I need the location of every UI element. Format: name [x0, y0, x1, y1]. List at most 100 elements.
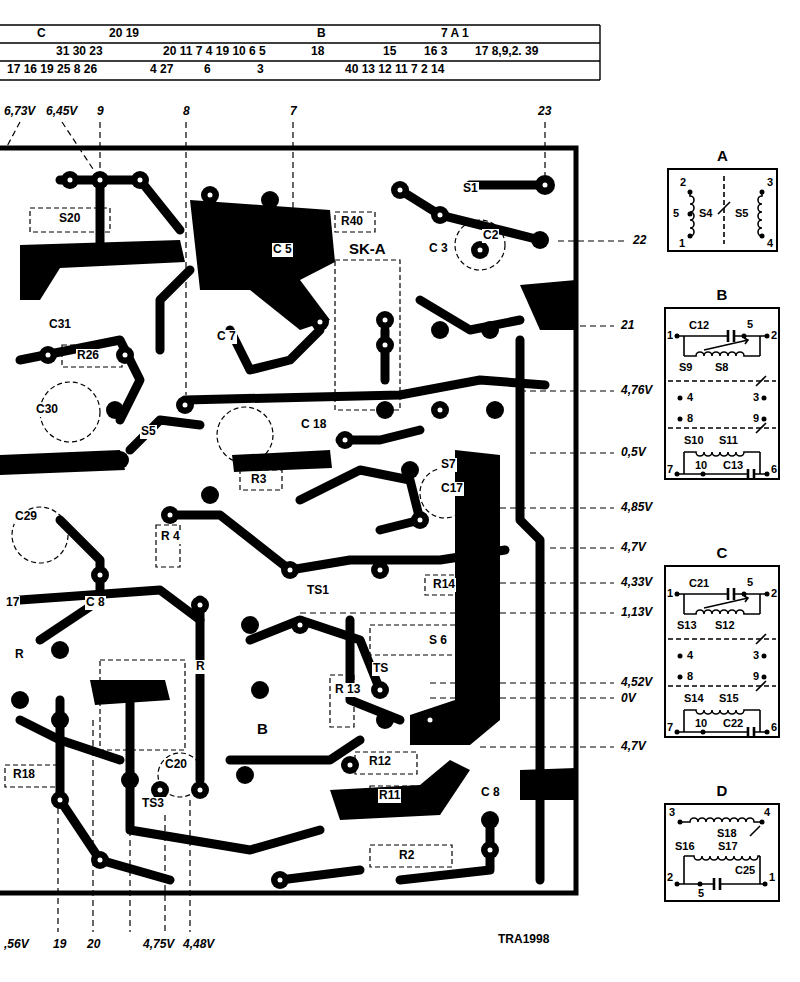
callout-label: 6,45V	[45, 105, 78, 119]
pad-hole	[488, 848, 493, 853]
coil-schematic	[718, 202, 730, 214]
component-label: C 8	[480, 786, 501, 800]
callout-label: 4,85V	[620, 501, 653, 515]
table-cell: C	[36, 27, 47, 41]
pad-hole	[438, 408, 443, 413]
callout-label: ,56V	[3, 938, 30, 952]
leader-line	[540, 325, 614, 326]
solder-pad	[336, 431, 354, 449]
component-outline	[370, 625, 460, 655]
pin-label: 1	[678, 237, 686, 250]
copper-area	[0, 450, 125, 475]
leader-line	[480, 746, 614, 747]
component-label: C 5	[272, 243, 293, 257]
solder-pad	[481, 321, 499, 339]
solder-pad	[431, 401, 449, 419]
component-label: C 3	[428, 242, 449, 256]
copper-area	[0, 200, 576, 820]
pin-label: 3	[752, 649, 760, 662]
table-cell: 17 8,9,2. 39	[474, 45, 539, 59]
callout-label: 0V	[620, 692, 637, 706]
pin-label: S13	[676, 619, 698, 632]
pin-label: 2	[770, 329, 778, 342]
leader-line	[430, 682, 614, 683]
coil-schematic	[684, 856, 760, 884]
component-outline	[335, 260, 400, 410]
solder-pad	[376, 336, 394, 354]
solder-pad	[131, 171, 149, 189]
copper-trace	[40, 520, 100, 640]
pin-label: 3	[752, 391, 760, 404]
component-label: S 6	[428, 634, 448, 648]
callout-label: 7	[289, 105, 298, 119]
solder-pad	[51, 791, 69, 809]
solder-pad	[371, 561, 389, 579]
pad-hole	[98, 858, 103, 863]
pad-hole	[378, 688, 383, 693]
table-cell: 31 30 23	[55, 45, 104, 59]
component-label: S20	[58, 212, 81, 226]
pin-label: 1	[768, 871, 776, 884]
component-label: 17	[5, 596, 20, 610]
inset-heading: B	[666, 286, 778, 304]
solder-pad	[61, 171, 79, 189]
callout-label: 6,73V	[3, 105, 36, 119]
coil-schematic	[688, 212, 693, 217]
pin-label: C21	[688, 577, 710, 590]
pin-label: S10	[683, 434, 705, 447]
pin-label: S18	[716, 827, 738, 840]
pin-label: C12	[688, 319, 710, 332]
component-outline	[5, 765, 63, 787]
pad-hole	[288, 568, 293, 573]
component-label: R26	[76, 349, 100, 363]
pin-label: 9	[752, 670, 760, 683]
pad-hole	[383, 343, 388, 348]
component-label: R11	[378, 789, 401, 803]
solder-pad	[39, 346, 57, 364]
pin-label: 5	[697, 887, 705, 900]
pin-label: C13	[722, 459, 744, 472]
pad-hole	[428, 718, 433, 723]
solder-pad	[341, 756, 359, 774]
pin-label: 1	[666, 329, 674, 342]
solder-pad	[431, 321, 449, 339]
solder-pad	[106, 401, 124, 419]
component-outline	[5, 208, 505, 867]
pin-label: 4	[686, 391, 694, 404]
inset-box: C	[664, 565, 780, 738]
pad-hole	[46, 353, 51, 358]
pad-hole	[68, 178, 73, 183]
component-outline	[30, 208, 110, 232]
coil-schematic	[714, 878, 720, 890]
pin-label: S14	[683, 692, 705, 705]
coil-schematic	[678, 820, 683, 825]
copper-trace	[60, 700, 170, 880]
pin-label: 5	[672, 207, 680, 220]
leader-line	[430, 697, 614, 698]
copper-trace	[350, 620, 400, 720]
filter-schematic	[668, 330, 776, 479]
solder-pad	[121, 771, 139, 789]
leader-line	[129, 790, 130, 932]
component-label: R12	[368, 755, 392, 769]
pin-label: S17	[717, 840, 739, 853]
copper-trace	[130, 420, 200, 450]
coil-schematic	[760, 820, 765, 825]
component-label: B	[256, 720, 269, 737]
pin-label: 4	[686, 649, 694, 662]
component-label: R 13	[334, 683, 361, 697]
component-label: TS1	[306, 584, 330, 598]
component-outline	[100, 660, 185, 750]
coil-schematic	[698, 882, 703, 887]
callout-label: 4,48V	[182, 938, 215, 952]
component-label: C17	[440, 482, 464, 496]
pad-hole	[198, 603, 203, 608]
copper-trace	[130, 700, 320, 850]
coil-schematic	[675, 818, 768, 890]
callout-label: 1,13V	[620, 606, 653, 620]
component-label: TRA1998	[497, 933, 550, 947]
board-outline	[0, 148, 576, 893]
pad-hole	[98, 573, 103, 578]
coil-schematic	[723, 176, 725, 244]
solder-pad	[421, 711, 439, 729]
